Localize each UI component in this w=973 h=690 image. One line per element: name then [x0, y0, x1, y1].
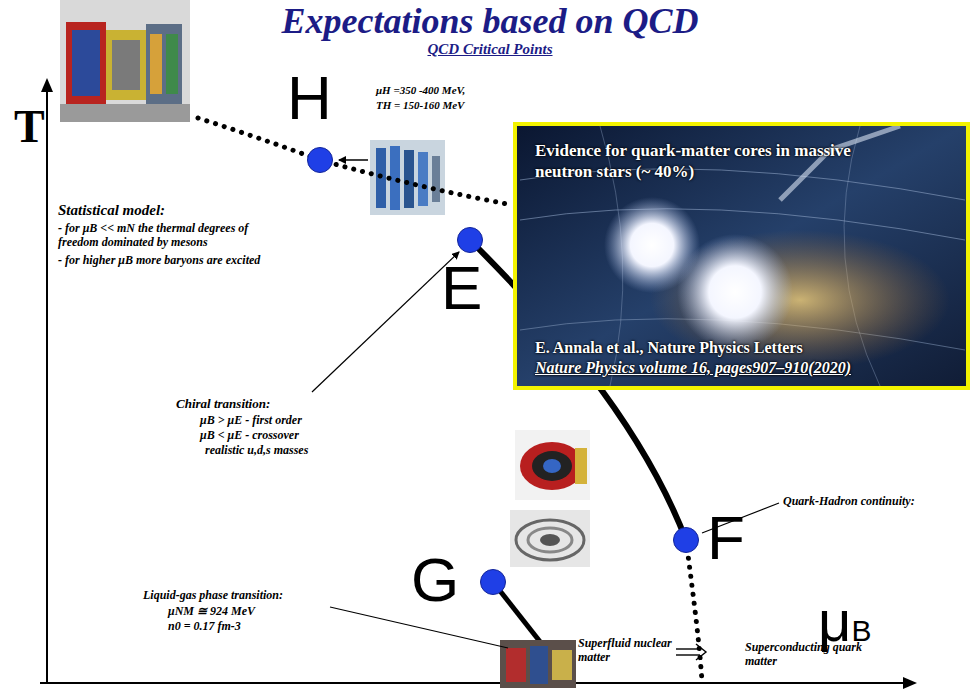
parameter-note: μH =350 -400 MeV, [376, 84, 465, 97]
critical-point: F [673, 527, 699, 553]
point-letter: H [287, 67, 332, 129]
note-text: μB > μE - first order [200, 413, 302, 427]
critical-point: E [457, 227, 483, 253]
diagram-title: Expectations based on QCD [240, 2, 740, 42]
parameter-note: TH = 150-160 MeV [376, 99, 464, 112]
panel-citation: Nature Physics volume 16, pages907–910(2… [535, 358, 950, 378]
detector-photo [60, 0, 190, 122]
note-heading: Statistical model: [58, 201, 165, 219]
neutron-star-image [515, 124, 968, 388]
note-text: μB < μE - crossover [200, 428, 299, 442]
note-heading: Chiral transition: [176, 396, 270, 412]
panel-citation: E. Annala et al., Nature Physics Letters [535, 338, 950, 358]
note-text: - for μB << mN the thermal degrees of fr… [58, 221, 290, 250]
detector-photo [500, 640, 576, 688]
note-text: n0 = 0.17 fm-3 [168, 619, 241, 633]
note-text: realistic u,d,s masses [205, 443, 308, 457]
note-heading: Liquid-gas phase transition: [143, 588, 283, 602]
phase-label: Superconducting quark matter [745, 640, 875, 669]
detector-photo [510, 510, 590, 567]
implication-arrow [676, 644, 706, 660]
axis-label: T [14, 104, 45, 150]
detector-photo [515, 430, 590, 500]
panel-heading: Evidence for quark-matter cores in massi… [535, 140, 865, 183]
note-text: - for higher μB more baryons are excited [58, 253, 290, 267]
point-letter: E [441, 257, 482, 319]
subtitle: QCD Critical Points [300, 40, 680, 58]
note-heading: Quark-Hadron continuity: [783, 494, 915, 508]
point-letter: G [411, 549, 459, 611]
point-letter: F [707, 507, 745, 569]
note-text: μNM ≅ 924 MeV [168, 604, 255, 618]
phase-label: Superfluid nuclear matter [578, 636, 672, 665]
critical-point: H [307, 147, 333, 173]
evidence-panel: Evidence for quark-matter cores in massi… [513, 122, 970, 390]
critical-point: G [480, 569, 506, 595]
